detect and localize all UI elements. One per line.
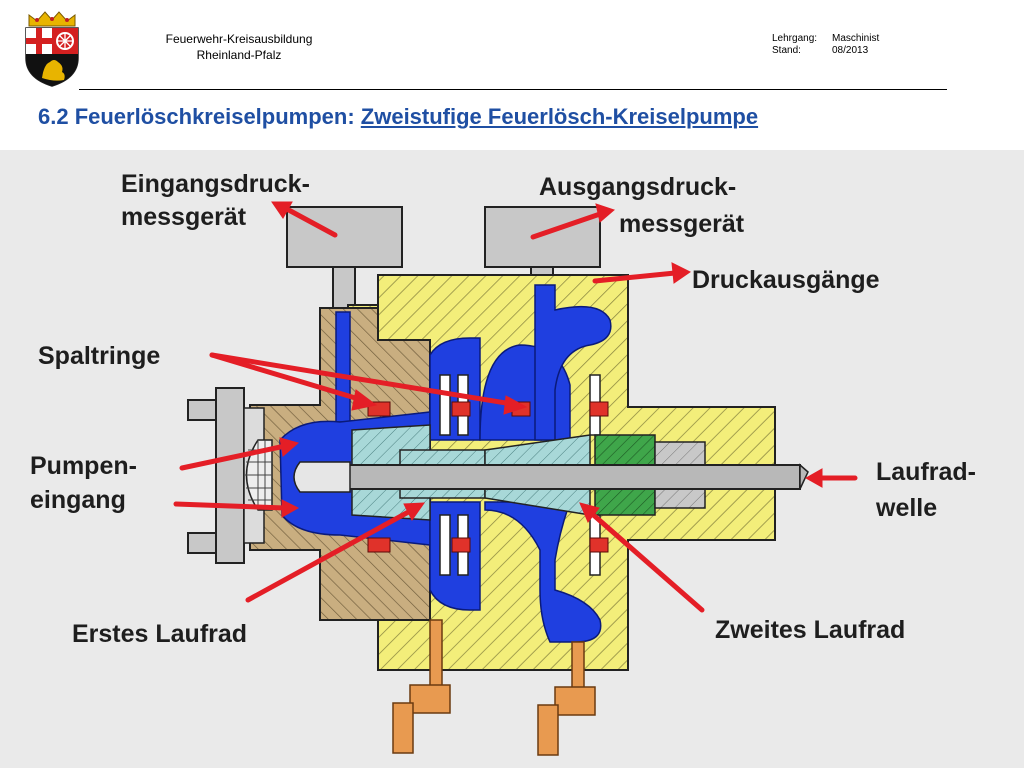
label-outlet-gauge-line1: Ausgangsdruck- [539,173,736,201]
label-pump-inlet-line1: Pumpen- [30,452,137,480]
course-row: Lehrgang: Maschinist [772,33,879,45]
arrow-second-impeller-icon [579,502,705,613]
diagram-labels: Eingangsdruck- messgerät Ausgangsdruck- … [30,170,976,648]
pump-diagram: Eingangsdruck- messgerät Ausgangsdruck- … [30,170,976,756]
coat-of-arms-logo [25,11,79,87]
label-pump-inlet-line2: eingang [30,486,126,514]
page-title: 6.2 Feuerlöschkreiselpumpen: Zweistufige… [38,104,758,130]
label-inlet-gauge-line2: messgerät [121,203,247,231]
label-second-impeller: Zweites Laufrad [715,616,905,644]
arrow-first-impeller-icon [245,502,426,603]
label-inlet-gauge-line1: Eingangsdruck- [121,170,310,198]
arrow-seal-ring-1-icon [209,352,378,411]
impeller-shaft [293,461,809,493]
label-outlet-gauge-line2: messgerät [619,210,745,238]
callout-arrows [173,201,858,613]
arrow-pump-inlet-2-icon [173,499,300,518]
header-divider [79,89,947,90]
course-label: Lehrgang: [772,33,818,44]
course-meta: Lehrgang: Maschinist Stand: 08/2013 [772,33,879,57]
date-label: Stand: [772,45,801,56]
course-value: Maschinist [832,33,880,44]
title-subject: Zweistufige Feuerlösch-Kreiselpumpe [360,104,759,129]
arrow-outlets-icon [592,262,691,284]
arrow-shaft-icon [804,468,858,488]
label-outlets: Druckausgänge [692,266,880,294]
drain-valves [392,619,596,756]
org-line-1: Feuerwehr-Kreisausbildung [165,32,313,46]
label-first-impeller: Erstes Laufrad [72,620,247,648]
arrow-outlet-gauge-icon [530,203,615,240]
org-line-2: Rheinland-Pfalz [196,48,282,62]
date-value: 08/2013 [832,45,869,56]
arrow-inlet-gauge-icon [271,201,338,238]
date-row: Stand: 08/2013 [772,45,879,57]
arrow-seal-ring-2-icon [209,352,528,415]
label-shaft-line2: welle [875,494,937,522]
title-prefix: 6.2 Feuerlöschkreiselpumpen: [38,104,361,129]
label-seal-rings: Spaltringe [38,342,160,370]
organization-name: Feuerwehr-Kreisausbildung Rheinland-Pfal… [128,31,350,63]
label-shaft-line1: Laufrad- [876,458,976,486]
crown-icon [28,11,76,27]
shield-icon [25,27,79,87]
arrow-pump-inlet-1-icon [179,437,300,471]
